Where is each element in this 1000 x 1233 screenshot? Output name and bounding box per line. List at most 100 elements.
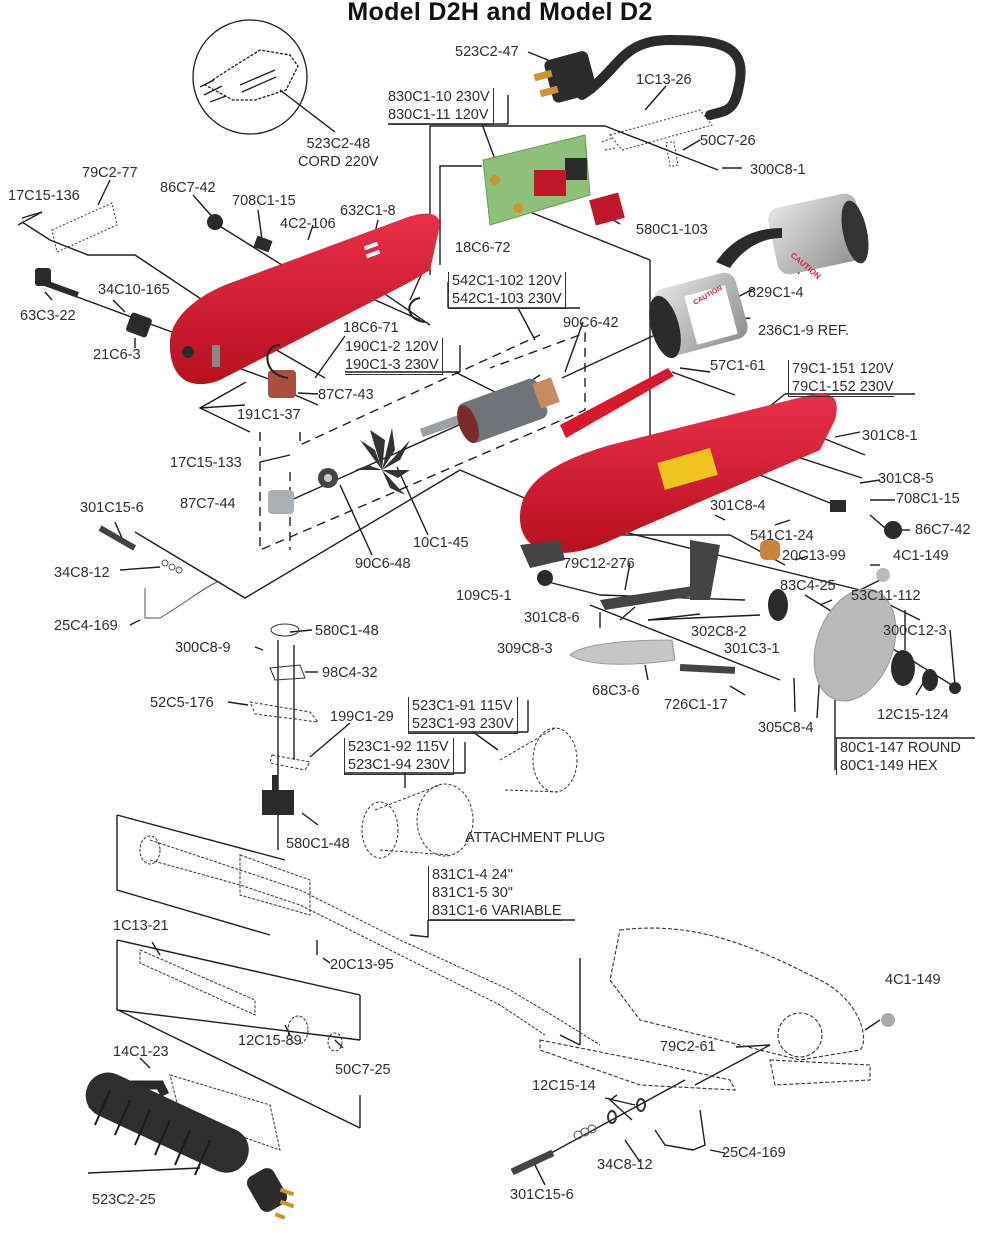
- label-12c15-14: 12C15-14: [532, 1078, 596, 1094]
- label-580c1-103: 580C1-103: [636, 222, 708, 238]
- label-87c7-43: 87C7-43: [318, 387, 374, 403]
- wire-25c4-169-top: [144, 581, 218, 619]
- label-53c11-112: 53C11-112: [851, 588, 921, 604]
- plug-523c2-25: [246, 1168, 295, 1220]
- label-4c2-106: 4C2-106: [280, 216, 336, 232]
- link-726c1-17: [679, 663, 736, 674]
- part-number-115v: 523C1-92 115V: [348, 739, 449, 755]
- label-301c3-1: 301C3-1: [724, 641, 780, 657]
- spring-34c8-12-bottom: [573, 1124, 597, 1140]
- housing-half-79c1-151: [519, 393, 837, 553]
- toggle-switch-580c1-48: [262, 775, 294, 815]
- part-number-230v: 523C1-94 230V: [348, 757, 450, 773]
- part-number-120v: 190C1-2 120V: [345, 339, 439, 355]
- part-number-115v: 523C1-91 115V: [412, 698, 513, 714]
- label-580c1-48-toggle: 580C1-48: [286, 836, 350, 852]
- label-79c2-61: 79C2-61: [660, 1039, 716, 1055]
- label-50c7-25: 50C7-25: [335, 1062, 391, 1078]
- label-17c15-136: 17C15-136: [8, 188, 80, 204]
- label-580c1-48-ring: 580C1-48: [315, 623, 379, 639]
- label-708c1-15-right: 708C1-15: [896, 491, 960, 507]
- label-86c7-42-right: 86C7-42: [915, 522, 971, 538]
- label-301c15-6-bottom: 301C15-6: [510, 1187, 574, 1203]
- tool-body-line-art: [539, 927, 871, 1091]
- label-79c2-77: 79C2-77: [82, 165, 138, 181]
- part-number-230v: 190C1-3 230V: [345, 357, 439, 373]
- label-708c1-15-top: 708C1-15: [232, 193, 296, 209]
- bracket-79c12-276: [520, 540, 720, 610]
- part-number-120v: 830C1-11 120V: [388, 107, 489, 123]
- label-handle-831c1: 831C1-4 24" 831C1-5 30" 831C1-6 VARIABLE: [428, 866, 562, 921]
- spring-34c8-12-top: [161, 559, 183, 574]
- label-housing-79c1: 79C1-151 120V 79C1-152 230V: [788, 360, 894, 397]
- circuit-board: [482, 134, 591, 226]
- label-4c1-149-bottom: 4C1-149: [885, 972, 941, 988]
- screw-300c12-3: [949, 682, 961, 694]
- label-25c4-169-bottom: 25C4-169: [722, 1145, 786, 1161]
- label-301c8-1: 301C8-1: [862, 428, 918, 444]
- switch-assembly: [249, 623, 320, 771]
- label-17c15-133: 17C15-133: [170, 455, 242, 471]
- label-300c8-1: 300C8-1: [750, 162, 806, 178]
- label-18c6-71: 18C6-71: [343, 320, 399, 336]
- label-armature: 190C1-2 120V 190C1-3 230V: [345, 338, 443, 375]
- worm-87c7-44: [268, 490, 294, 514]
- label-1c13-21: 1C13-21: [113, 918, 169, 934]
- label-68c3-6: 68C3-6: [592, 683, 640, 699]
- label-302c8-2: 302C8-2: [691, 624, 747, 640]
- label-86c7-42-top: 86C7-42: [160, 180, 216, 196]
- label-301c8-6: 301C8-6: [524, 610, 580, 626]
- label-34c8-12-top: 34C8-12: [54, 565, 110, 581]
- label-57c1-61: [560, 368, 674, 438]
- label-199c1-29: 199C1-29: [330, 709, 394, 725]
- spring-18c6-72: [408, 297, 426, 323]
- label-90c6-42: 90C6-42: [563, 315, 619, 331]
- label-plug-523c1-92: 523C1-92 115V 523C1-94 230V: [344, 738, 454, 775]
- spring-18c6-71: [266, 344, 289, 379]
- label-pcb: 830C1-10 230V 830C1-11 120V: [388, 88, 494, 125]
- part-number-hex: 80C1-149 HEX: [840, 758, 938, 774]
- label-301c15-6-top: 301C15-6: [80, 500, 144, 516]
- bolt-301c15-6-top: [98, 525, 137, 551]
- bolt-301c15-6-bottom: [510, 1149, 555, 1176]
- label-50c7-26: 50C7-26: [700, 133, 756, 149]
- handle-831c1: [139, 835, 601, 1046]
- label-21c6-3: 21C6-3: [93, 347, 141, 363]
- bearing-90c6-48: [318, 468, 338, 488]
- knob-109c5-1: [537, 570, 553, 586]
- arrow-icon: [716, 228, 782, 268]
- part-number-230v: 830C1-10 230V: [388, 89, 490, 105]
- diagram-title: Model D2H and Model D2: [347, 0, 653, 26]
- hub-83c4-25: [768, 589, 788, 621]
- label-305c8-4: 305C8-4: [758, 720, 814, 736]
- label-300c12-3: 300C12-3: [883, 623, 947, 639]
- blade-80c1: [813, 588, 897, 702]
- hub-53c11-112: [891, 650, 915, 686]
- cover-79c2-77: [51, 202, 118, 253]
- label-90c6-48: 90C6-48: [355, 556, 411, 572]
- label-236c1-9: 236C1-9 REF.: [758, 323, 850, 339]
- part-number-230v: 523C1-93 230V: [412, 716, 514, 732]
- part-number-230v: 79C1-152 230V: [792, 379, 894, 395]
- roller-541c1-24: [760, 540, 780, 560]
- housing-half-632c1-8: [169, 213, 440, 385]
- part-number-120v: 79C1-151 120V: [792, 361, 894, 377]
- label-523c2-47: 523C2-47: [455, 44, 519, 60]
- brush-708c1-15-right: [830, 500, 846, 512]
- label-632c1-8: 632C1-8: [340, 203, 396, 219]
- label-109c5-1: 109C5-1: [456, 588, 512, 604]
- part-number-24in: 831C1-4 24": [432, 867, 513, 883]
- part-number: 523C2-48: [306, 136, 371, 152]
- label-83c4-25: 83C4-25: [780, 578, 836, 594]
- attachment-plugs: [361, 727, 578, 859]
- label-829c1-4: 829C1-4: [748, 285, 804, 301]
- label-4c1-149-top: 4C1-149: [893, 548, 949, 564]
- label-63c3-22: 63C3-22: [20, 308, 76, 324]
- part-number-30in: 831C1-5 30": [432, 885, 513, 901]
- label-12c15-89: 12C15-89: [238, 1033, 302, 1049]
- label-20c13-95: 20C13-95: [330, 957, 394, 973]
- label-34c8-12-bottom: 34C8-12: [597, 1157, 653, 1173]
- label-57c1-61: 57C1-61: [710, 358, 766, 374]
- foot-68c3-6: [569, 639, 676, 665]
